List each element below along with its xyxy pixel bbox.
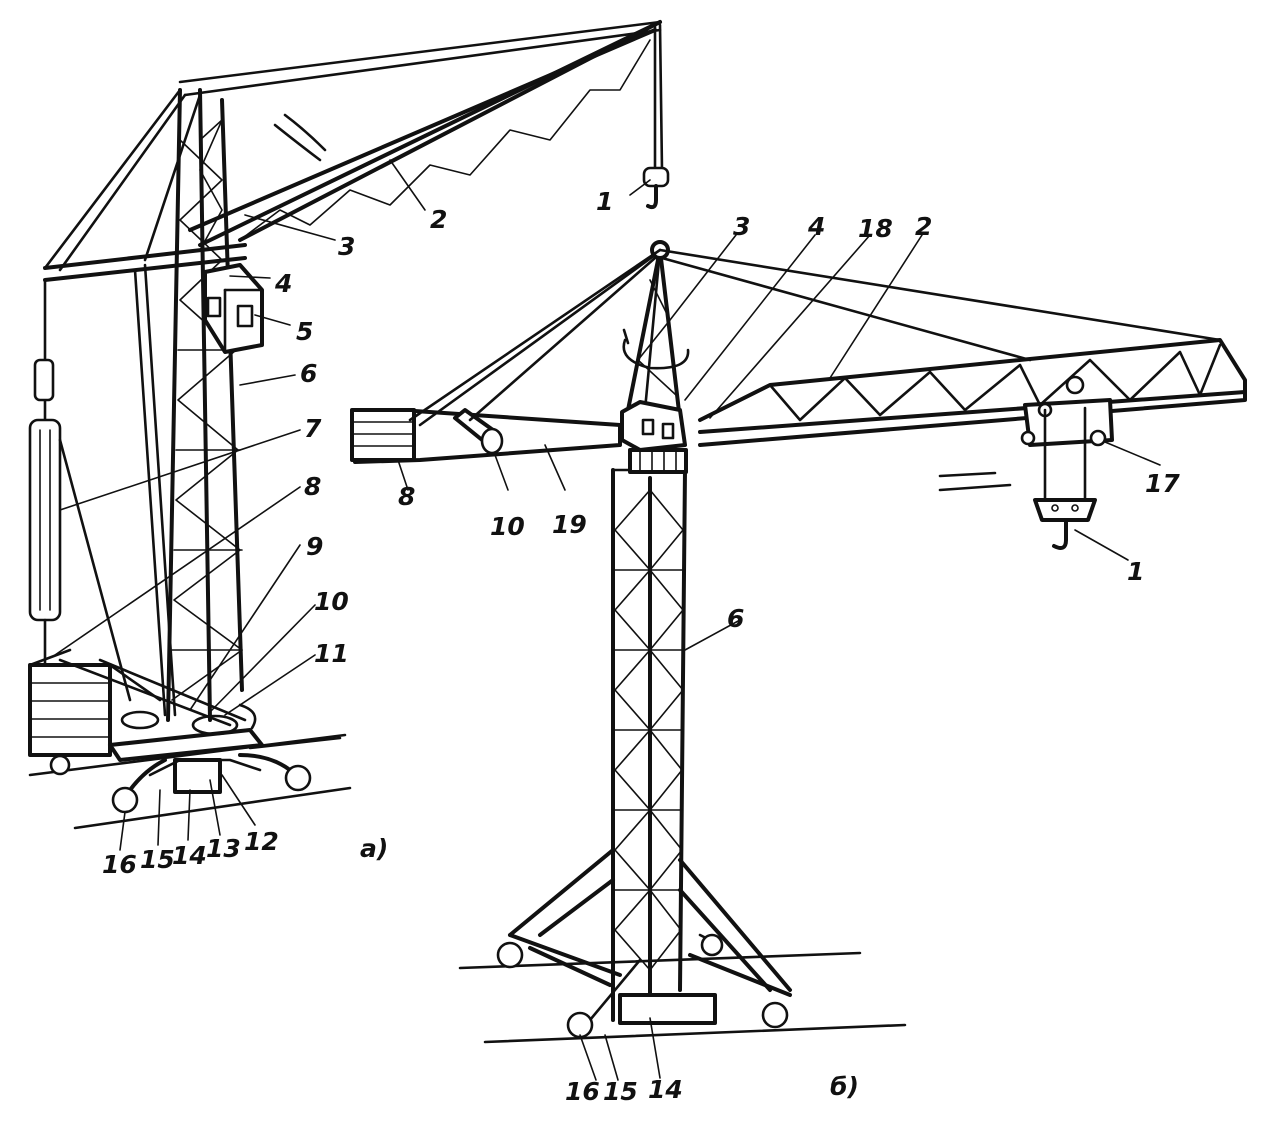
caption-b: б) xyxy=(830,1072,859,1101)
label-b-15: 15 xyxy=(603,1077,638,1106)
label-b-14: 14 xyxy=(648,1075,683,1104)
label-b-16: 16 xyxy=(565,1077,600,1106)
crane-a: 1 2 3 4 5 6 7 8 9 10 11 12 13 14 15 16 a… xyxy=(28,20,670,879)
crane-b: 3 4 18 2 8 10 19 17 1 6 16 15 14 б) xyxy=(350,212,1247,1106)
label-a-13: 13 xyxy=(206,834,241,863)
label-b-4: 4 xyxy=(807,212,825,241)
caption-a: a) xyxy=(360,834,388,863)
labels-a: 1 2 3 4 5 6 7 8 9 10 11 12 13 14 15 16 a… xyxy=(102,187,613,879)
jib-a xyxy=(178,20,670,247)
label-b-6: 6 xyxy=(727,604,744,633)
label-a-4: 4 xyxy=(274,269,292,298)
tower-b xyxy=(611,468,687,1022)
label-b-8: 8 xyxy=(398,482,415,511)
label-a-8: 8 xyxy=(304,472,321,501)
labels-b: 3 4 18 2 8 10 19 17 1 6 16 15 14 б) xyxy=(398,212,1180,1106)
chassis-a xyxy=(49,736,342,814)
label-b-18: 18 xyxy=(858,214,893,243)
tower-a xyxy=(166,88,244,722)
label-a-15: 15 xyxy=(140,845,175,874)
label-b-2: 2 xyxy=(915,212,932,241)
label-b-10: 10 xyxy=(490,512,525,541)
counterweight-a xyxy=(28,648,264,762)
label-a-2: 2 xyxy=(430,205,447,234)
leaders-a xyxy=(54,159,651,851)
label-a-14: 14 xyxy=(172,841,207,870)
label-a-10: 10 xyxy=(314,587,349,616)
label-b-17: 17 xyxy=(1145,469,1180,498)
label-a-12: 12 xyxy=(244,827,279,856)
tower-head-b xyxy=(620,240,690,474)
label-a-3: 3 xyxy=(338,232,355,261)
label-b-1: 1 xyxy=(1127,557,1144,586)
label-a-6: 6 xyxy=(300,359,317,388)
counter-jib-b xyxy=(350,248,662,464)
label-a-9: 9 xyxy=(306,532,323,561)
label-b-3: 3 xyxy=(733,212,750,241)
label-b-19: 19 xyxy=(552,510,587,539)
label-a-7: 7 xyxy=(304,414,322,443)
label-a-5: 5 xyxy=(296,317,313,346)
label-a-1: 1 xyxy=(596,187,613,216)
base-b xyxy=(496,848,792,1039)
jib-b xyxy=(658,248,1247,550)
label-a-16: 16 xyxy=(102,850,137,879)
hook-a xyxy=(642,166,670,210)
cabin-a xyxy=(203,263,264,354)
label-a-11: 11 xyxy=(314,639,349,668)
leaders-b xyxy=(397,234,1161,1081)
counter-jib-a xyxy=(28,88,247,717)
